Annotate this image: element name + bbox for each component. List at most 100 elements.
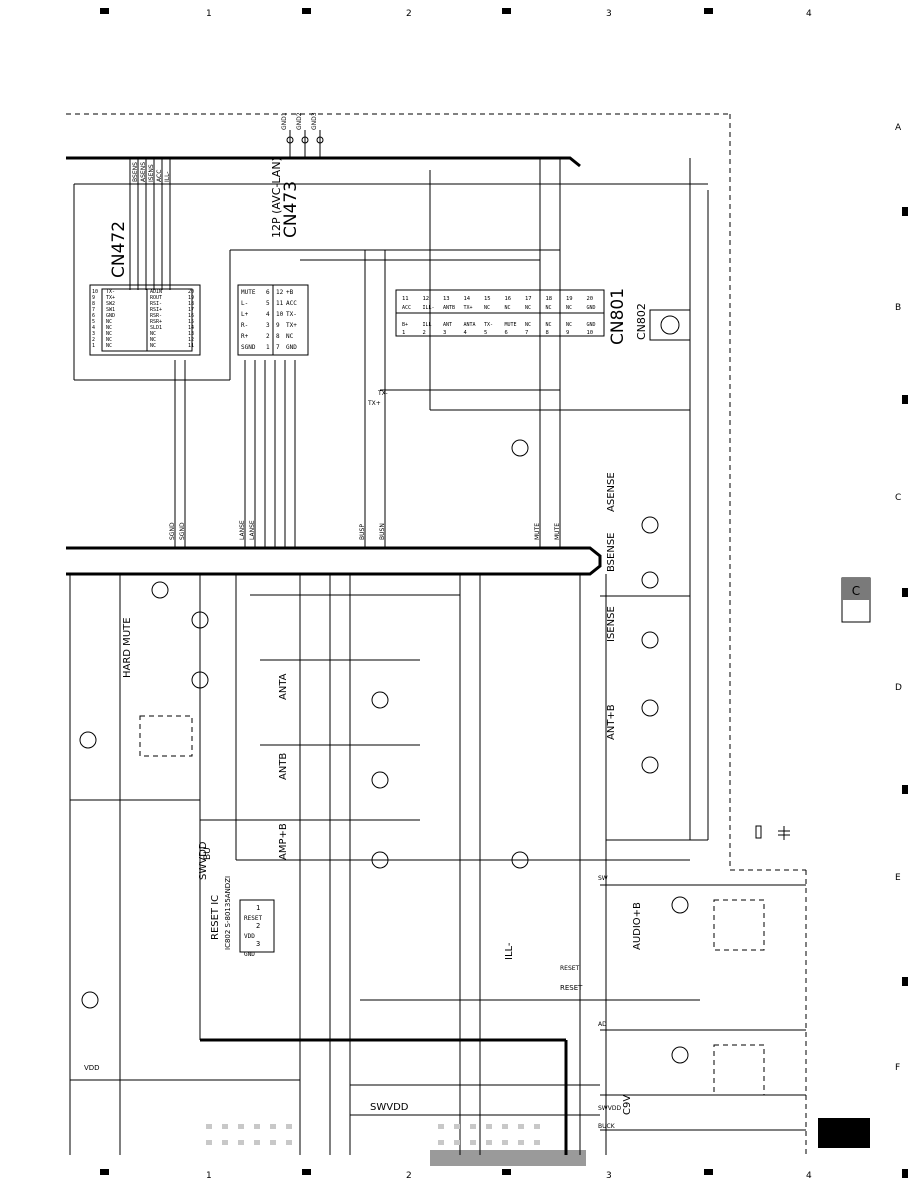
gnd1-label: GND1 — [281, 112, 288, 130]
cn472-pin: 8 — [92, 301, 95, 307]
cn801-signal: ANTB — [443, 305, 455, 311]
bsense-label: BSENSE — [606, 533, 617, 573]
reset-ic-pin-2: 2 — [256, 922, 260, 930]
svg-text:BUSP: BUSP — [359, 524, 366, 540]
cn801-signal: ACC — [402, 305, 411, 311]
pad — [534, 1140, 540, 1145]
cn801-signal: NC — [566, 322, 572, 328]
pad — [502, 1124, 508, 1129]
reset-ic-box: 1 2 3 RESET VDD GND — [239, 899, 275, 958]
pad — [206, 1124, 212, 1129]
cn472-signal: RSI- — [150, 301, 162, 307]
cn801-signal: NC — [546, 305, 552, 311]
right-marker-a: A — [895, 123, 902, 133]
cn801-pin: 18 — [546, 296, 553, 302]
pad — [454, 1124, 460, 1129]
svg-text:AD: AD — [598, 1021, 607, 1028]
reset-ic-pin-name-3: GND — [244, 951, 255, 958]
cn472-pin: 19 — [188, 295, 194, 301]
cn801-signal: GND — [587, 322, 596, 328]
cn801-signal: NC — [546, 322, 552, 328]
cn473-signal: TX- — [286, 311, 297, 318]
pad — [222, 1140, 228, 1145]
svg-text:BUCK: BUCK — [598, 1123, 616, 1130]
cn473-pin: 2 — [266, 333, 270, 340]
reset-ic-label: RESET IC — [210, 895, 221, 940]
right-marker-f: F — [895, 1063, 900, 1073]
cn473-signal: GND — [286, 344, 297, 351]
audiob-label: AUDIO+B — [632, 902, 643, 950]
section-tab-letter: C — [852, 584, 860, 598]
cn472-signal: NC — [150, 343, 156, 349]
cn472-signal: RSI+ — [150, 307, 162, 313]
cn473-pin: 12 — [276, 289, 284, 296]
cn473-signal: R+ — [241, 333, 249, 340]
cn801-pin: 10 — [587, 330, 594, 336]
cn473-signal: +B — [286, 289, 294, 296]
cn473-title: CN473 — [281, 181, 301, 238]
cn472-title: CN472 — [109, 221, 129, 278]
cn473-signal: L+ — [241, 311, 249, 318]
cn801-signal: NC — [505, 305, 511, 311]
svg-text:ACC: ACC — [156, 170, 163, 182]
gnd2-label: GND2 — [296, 112, 303, 130]
pad — [518, 1124, 524, 1129]
isense-label: ISENSE — [606, 606, 617, 642]
bottom-marker-4: 4 — [806, 1171, 812, 1181]
cn472-pin: 14 — [188, 325, 194, 331]
bottom-marker-1: 1 — [206, 1171, 212, 1181]
swvdd-bottom-label: SWVDD — [370, 1102, 409, 1113]
cn472-pin: 12 — [188, 337, 194, 343]
section-tab: C — [841, 577, 871, 623]
svg-text:MUTE: MUTE — [554, 523, 561, 540]
cn801-signal: NC — [525, 322, 531, 328]
cn472-pin: 17 — [188, 307, 194, 313]
cn472-signal: NC — [150, 337, 156, 343]
cn801-signal: TX+ — [464, 305, 473, 311]
svg-text:SGND: SGND — [169, 522, 176, 540]
cn472-signal: ADIN — [150, 289, 162, 295]
right-marker-c: C — [895, 493, 901, 503]
pad — [270, 1140, 276, 1145]
pad — [486, 1124, 492, 1129]
cn801-pin: 13 — [443, 296, 450, 302]
ill-label: ILL- — [504, 942, 515, 960]
svg-text:MUTE: MUTE — [534, 523, 541, 540]
pad — [286, 1140, 292, 1145]
cn472-pin: 2 — [92, 337, 95, 343]
svg-text:RESET: RESET — [560, 965, 580, 972]
ant-b-right-label: ANT+B — [606, 704, 617, 740]
pad — [254, 1140, 260, 1145]
footer-strip — [430, 1150, 586, 1166]
right-marker-e: E — [895, 873, 901, 883]
bus-lines — [66, 156, 602, 1155]
cn801-pin: 2 — [423, 330, 426, 336]
reset-ic-pin-name-2: VDD — [244, 933, 255, 940]
cn801-signal: NC — [525, 305, 531, 311]
pad — [454, 1140, 460, 1145]
cn472-pin: 13 — [188, 331, 194, 337]
cn472-signal: ROUT — [150, 295, 162, 301]
cn801-pin: 3 — [443, 330, 446, 336]
cn801-signal: B+ — [402, 322, 408, 328]
svg-text:ISENS: ISENS — [148, 164, 155, 182]
cn801-signal: MUTE — [505, 322, 517, 328]
cn472-signal: SW2 — [106, 301, 115, 307]
pad — [470, 1140, 476, 1145]
cn473-subtitle: 12P (AVC-LAN) — [270, 157, 283, 238]
cn801-pin: 15 — [484, 296, 491, 302]
bottom-pads — [206, 1124, 540, 1145]
reset-ic-part: IC802 S-80135ANDZI — [224, 876, 232, 950]
cn472-pin: 15 — [188, 319, 194, 325]
bottom-grid-markers: 1 2 3 4 — [100, 1169, 812, 1181]
pad — [254, 1124, 260, 1129]
anta-label: ANTA — [278, 673, 289, 700]
cn472-pin: 7 — [92, 307, 95, 313]
pad — [438, 1124, 444, 1129]
ampb-label: AMP+B — [278, 823, 289, 860]
svg-text:TX-: TX- — [377, 390, 388, 397]
cn473-signal: L- — [241, 300, 248, 307]
cn801-signal: ILL- — [423, 305, 435, 311]
pad — [286, 1124, 292, 1129]
